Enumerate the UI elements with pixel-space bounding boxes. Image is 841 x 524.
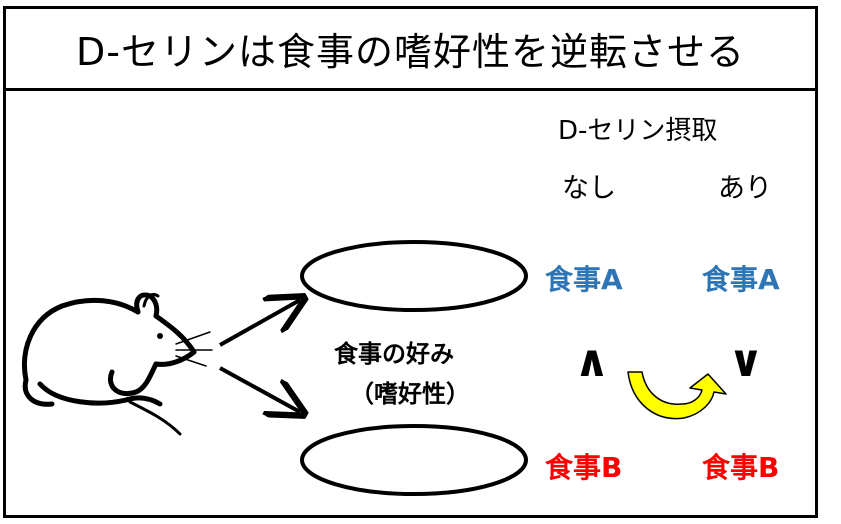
preference-sublabel: （嗜好性） (350, 380, 470, 408)
meal-a-without: 食事A (545, 263, 623, 296)
diagram-title: D-セリンは食事の嗜好性を逆転させる (76, 30, 745, 74)
arrow-to-meal-a (219, 300, 300, 347)
meal-a-with: 食事A (702, 263, 780, 296)
comparison-greater-without: ∧ (574, 336, 610, 387)
title-bar: D-セリンは食事の嗜好性を逆転させる (6, 9, 815, 91)
intake-label: D-セリン摂取 (558, 116, 718, 146)
preference-label: 食事の好み (334, 340, 454, 368)
mouse-icon (22, 292, 213, 436)
reverse-arrow-icon (627, 371, 727, 420)
meal-a-ellipse (300, 240, 528, 312)
column-label-with: あり (718, 173, 772, 204)
column-label-without: なし (562, 173, 616, 204)
meal-b-ellipse (300, 424, 528, 496)
comparison-less-with: ∨ (728, 336, 764, 387)
meal-b-without: 食事B (545, 451, 623, 484)
meal-b-with: 食事B (702, 451, 780, 484)
arrow-to-meal-b (219, 366, 300, 412)
